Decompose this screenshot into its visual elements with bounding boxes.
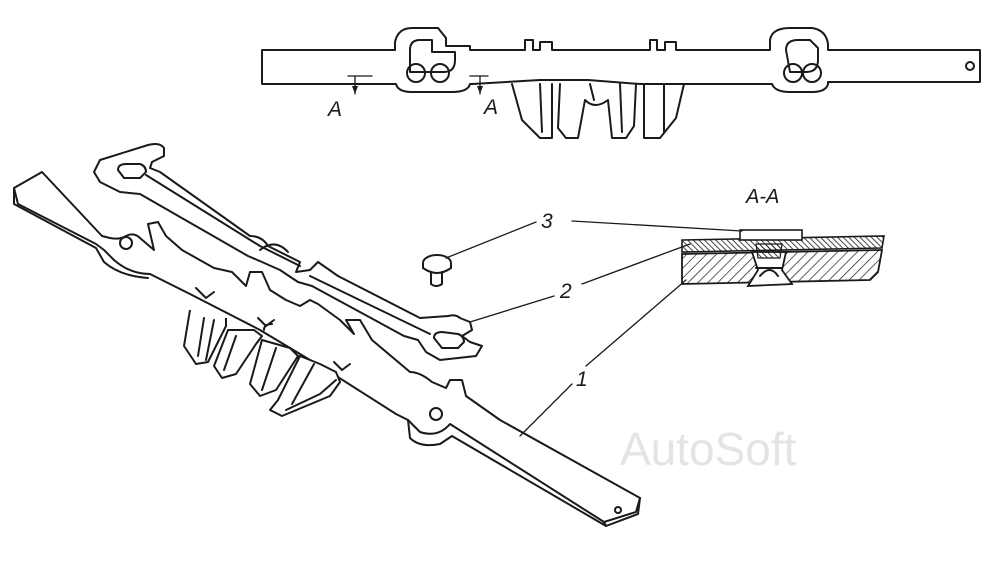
top-view-slot-left [409,39,456,73]
section-title: A-A [745,186,779,208]
section-mark-left: A [326,98,342,121]
main-bar-tab-4 [269,355,341,417]
top-view-tab-3 [643,83,685,139]
callout-2: 2 [559,280,572,303]
main-bar-tab-3 [249,339,299,397]
rivet [422,254,452,287]
gasket-slot-right [433,331,465,349]
watermark: AutoSoft [620,423,797,475]
section-a-a: A-A [681,186,885,287]
main-bar-tab-1 [183,309,227,365]
gasket-plate [93,143,483,361]
gasket-plate-outline [93,143,483,361]
top-view: A A [261,27,981,139]
callouts: 3 2 1 [445,210,743,437]
main-bar [13,171,641,527]
callout-3: 3 [541,210,553,233]
gasket-slot-left [117,163,147,179]
top-view-slot-right [785,39,819,73]
main-bar-top-face [13,171,641,523]
section-mark-right: A [482,96,498,119]
top-view-bar [261,27,981,93]
top-view-tab-1 [511,83,553,139]
top-view-tab-2 [557,83,637,139]
callout-1: 1 [576,368,588,391]
